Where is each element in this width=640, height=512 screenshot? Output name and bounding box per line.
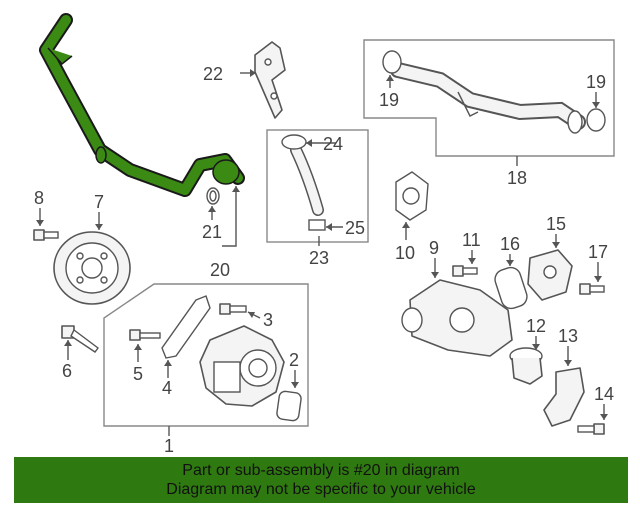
callout-11: 11 bbox=[462, 230, 481, 250]
callout-17: 17 bbox=[588, 242, 608, 262]
water-pipe-part-18[interactable] bbox=[390, 62, 586, 134]
callout-9: 9 bbox=[429, 238, 439, 258]
callout-7: 7 bbox=[94, 192, 104, 212]
callout-6: 6 bbox=[62, 361, 72, 381]
gasket-part-10[interactable] bbox=[395, 171, 429, 221]
callout-25: 25 bbox=[345, 218, 365, 238]
callout-18: 18 bbox=[507, 168, 527, 188]
callout-numbers: 1 2 3 4 5 6 7 8 9 10 11 12 13 14 15 16 1… bbox=[34, 64, 614, 456]
callout-4: 4 bbox=[162, 378, 172, 398]
callout-21: 21 bbox=[202, 222, 222, 242]
callout-3: 3 bbox=[263, 310, 273, 330]
callout-10: 10 bbox=[395, 243, 415, 263]
callout-19-left: 19 bbox=[379, 90, 399, 110]
bolt-part-17[interactable] bbox=[579, 283, 605, 295]
callout-8: 8 bbox=[34, 188, 44, 208]
bolt-part-11[interactable] bbox=[452, 265, 478, 277]
callout-2: 2 bbox=[289, 350, 299, 370]
leader-lines bbox=[36, 69, 608, 436]
pulley-part-7[interactable] bbox=[53, 231, 131, 305]
parts-diagram: 1 2 3 4 5 6 7 8 9 10 11 12 13 14 15 16 1… bbox=[33, 13, 615, 456]
hose-part-23[interactable] bbox=[290, 144, 324, 216]
hose-group-box bbox=[266, 129, 369, 243]
callout-19-right: 19 bbox=[586, 72, 606, 92]
callout-13: 13 bbox=[558, 326, 578, 346]
thermostat-housing-part-9[interactable] bbox=[401, 279, 513, 357]
gasket-part-19-left[interactable] bbox=[382, 50, 402, 74]
callout-20: 20 bbox=[210, 260, 230, 280]
callout-23: 23 bbox=[309, 248, 329, 268]
callout-22: 22 bbox=[203, 64, 223, 84]
callout-16: 16 bbox=[500, 234, 520, 254]
callout-24: 24 bbox=[323, 134, 343, 154]
o-ring-part-21[interactable] bbox=[206, 187, 220, 205]
callout-5: 5 bbox=[133, 364, 143, 384]
clamp-part-24[interactable] bbox=[281, 134, 307, 150]
water-pump-group-box bbox=[103, 283, 309, 427]
info-banner: Part or sub-assembly is #20 in diagram D… bbox=[14, 457, 628, 503]
pipe-group-box bbox=[363, 39, 615, 157]
gasket-part-19-right[interactable] bbox=[586, 108, 606, 132]
callout-14: 14 bbox=[594, 384, 614, 404]
banner-line-1: Part or sub-assembly is #20 in diagram bbox=[182, 462, 460, 479]
bolt-part-8[interactable] bbox=[33, 229, 59, 241]
bolt-part-14[interactable] bbox=[577, 423, 605, 435]
gasket-part-16[interactable] bbox=[492, 265, 529, 311]
plate-part-4[interactable] bbox=[161, 295, 211, 359]
callout-12: 12 bbox=[526, 316, 546, 336]
clamp-part-25[interactable] bbox=[308, 219, 326, 231]
bracket-part-22[interactable] bbox=[254, 41, 286, 119]
bolt-part-6[interactable] bbox=[61, 325, 99, 353]
housing-part-15[interactable] bbox=[527, 249, 573, 301]
callout-1: 1 bbox=[164, 436, 174, 456]
gasket-part-2[interactable] bbox=[276, 390, 302, 422]
cover-part-13[interactable] bbox=[543, 367, 585, 427]
bolt-part-3[interactable] bbox=[219, 303, 247, 315]
bolt-part-5[interactable] bbox=[129, 329, 161, 341]
water-pipe-part-20[interactable] bbox=[39, 13, 245, 197]
banner-line-2: Diagram may not be specific to your vehi… bbox=[166, 481, 476, 498]
thermostat-part-12[interactable] bbox=[509, 347, 543, 385]
callout-15: 15 bbox=[546, 214, 566, 234]
water-pump-part-1[interactable] bbox=[199, 325, 285, 407]
